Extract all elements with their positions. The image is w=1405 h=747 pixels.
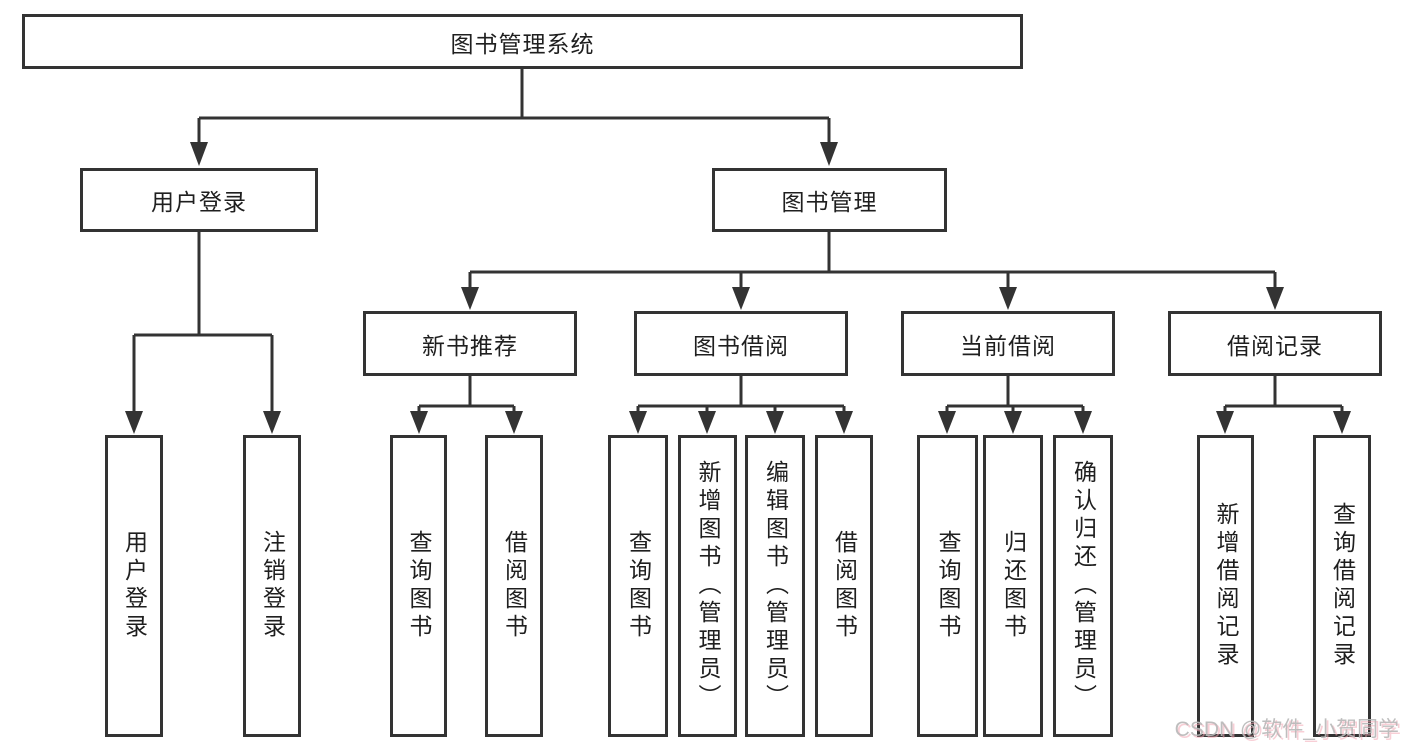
leaf-confirm-return-admin: 确认归还（管理员）	[1053, 435, 1113, 737]
node-user-login: 用户登录	[80, 168, 318, 232]
leaf-edit-books-admin: 编辑图书（管理员）	[745, 435, 805, 737]
node-book-borrow: 图书借阅	[634, 311, 848, 376]
leaf-return-books: 归还图书	[983, 435, 1043, 737]
leaf-query-books-recommend: 查询图书	[390, 435, 447, 737]
node-current-borrow: 当前借阅	[901, 311, 1115, 376]
arrowheads	[125, 142, 1351, 434]
leaf-borrow-books: 借阅图书	[815, 435, 873, 737]
node-new-book-recommend: 新书推荐	[363, 311, 577, 376]
node-borrow-records: 借阅记录	[1168, 311, 1382, 376]
leaf-query-borrow-record: 查询借阅记录	[1313, 435, 1371, 737]
leaf-query-books-current: 查询图书	[917, 435, 978, 737]
leaf-add-borrow-record: 新增借阅记录	[1197, 435, 1254, 737]
node-book-management-system: 图书管理系统	[22, 14, 1023, 69]
leaf-add-books-admin: 新增图书（管理员）	[678, 435, 737, 737]
leaf-logout: 注销登录	[243, 435, 301, 737]
leaf-borrow-books-recommend: 借阅图书	[485, 435, 543, 737]
node-book-management: 图书管理	[712, 168, 947, 232]
leaf-user-login: 用户登录	[105, 435, 163, 737]
csdn-watermark: CSDN @软件_小贺同学	[1174, 718, 1399, 741]
leaf-query-books-borrow: 查询图书	[608, 435, 668, 737]
